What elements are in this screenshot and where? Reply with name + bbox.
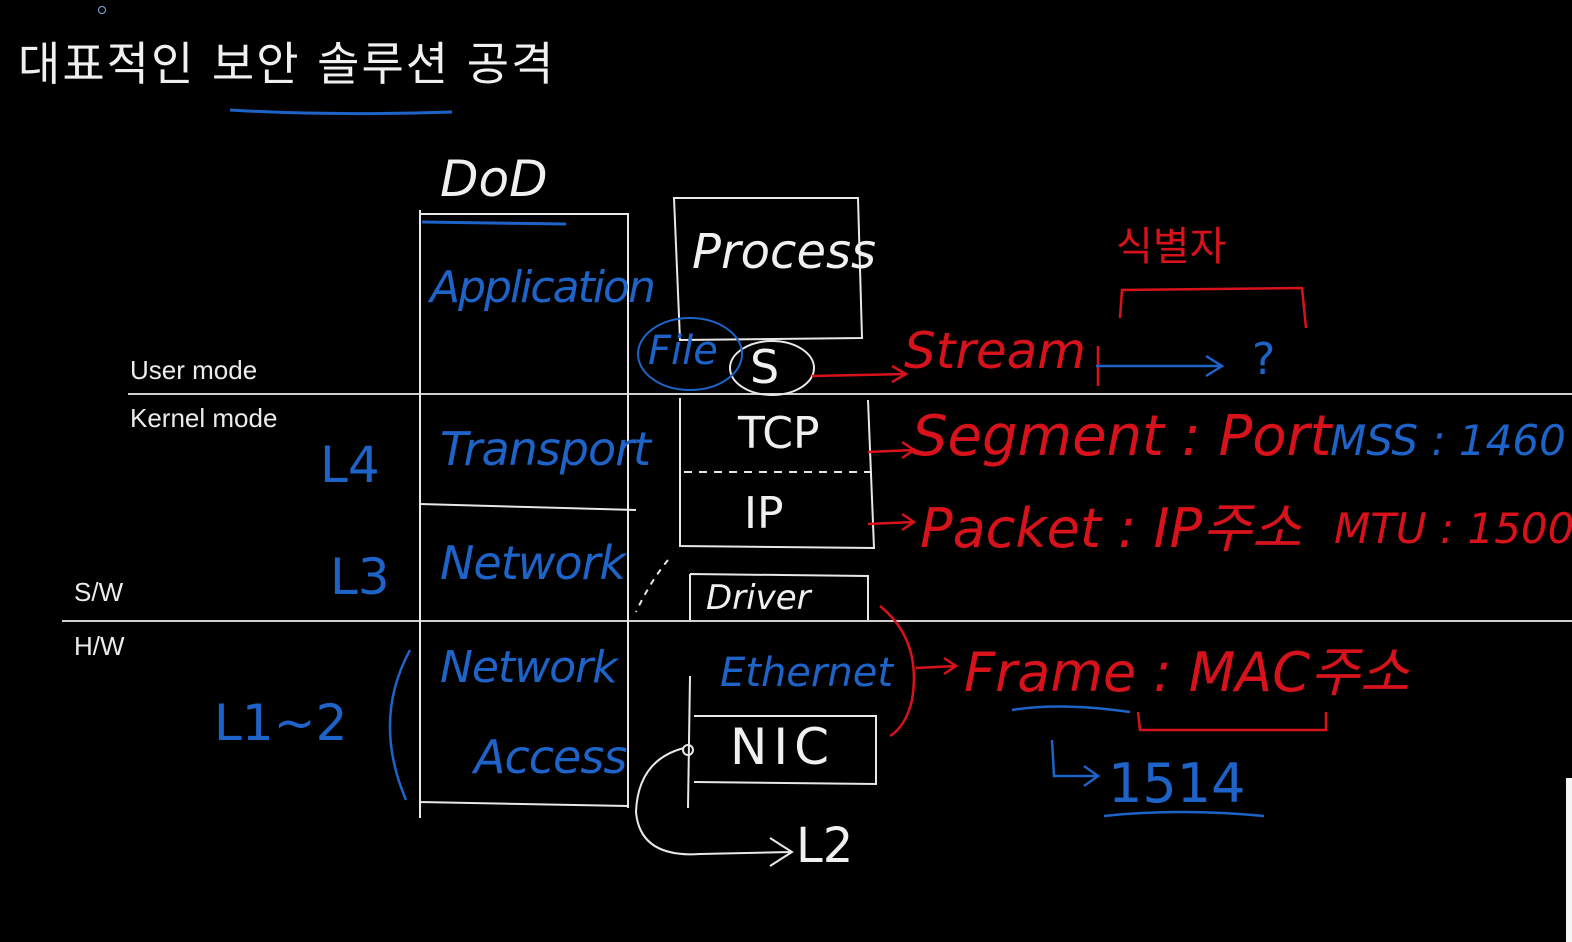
stream-arrow — [811, 364, 909, 384]
layer-tag-l12: L1~2 — [214, 694, 348, 752]
stream-question-arrow — [1096, 354, 1225, 378]
dod-layer-network-access-2: Access — [474, 730, 627, 784]
frame-size-underline — [1103, 810, 1265, 818]
l12-brace — [388, 649, 412, 801]
dod-column-box — [419, 210, 629, 818]
file-circle — [637, 317, 743, 391]
frame-bracket — [879, 605, 916, 738]
dod-layer-network: Network — [440, 536, 626, 590]
driver-dashed-link — [635, 559, 669, 613]
annotation-question: ? — [1252, 334, 1276, 385]
nic-left-rail — [687, 675, 691, 809]
nic-box — [693, 715, 877, 786]
annotation-frame: Frame : MAC주소 — [964, 641, 1410, 704]
pen-cursor-icon — [98, 6, 106, 14]
dod-header: DoD — [440, 150, 548, 208]
driver-box — [689, 573, 869, 620]
dod-layer-network-access-1: Network — [440, 642, 618, 693]
title-underline — [229, 108, 453, 116]
process-box — [672, 197, 864, 342]
packet-arrow — [867, 512, 917, 532]
mac-bracket — [1136, 711, 1328, 732]
stack-ip: IP — [744, 488, 784, 539]
hw-label: H/W — [74, 631, 125, 661]
dod-layer-application: Application — [430, 262, 656, 313]
dod-row-divider-1 — [419, 503, 637, 511]
stack-file: File — [648, 328, 718, 374]
nic-loop-arrow — [634, 747, 794, 867]
stack-driver: Driver — [706, 578, 811, 618]
annotation-top-right: 식별자 — [1116, 224, 1227, 270]
layer-tag-l3: L3 — [330, 548, 390, 606]
kernel-mode-label: Kernel mode — [130, 403, 278, 433]
stack-tcp: TCP — [738, 408, 820, 459]
frame-arrow — [915, 656, 959, 676]
stack-process: Process — [692, 224, 876, 280]
page-title: 대표적인 보안 솔루션 공격 — [18, 37, 556, 91]
socket-circle — [729, 340, 815, 396]
dod-header-underline — [421, 220, 567, 226]
annotation-mtu: MTU : 1500 — [1334, 504, 1572, 553]
nic-port-dot — [682, 744, 694, 756]
layer-tag-l4: L4 — [320, 436, 380, 494]
frame-size-arrow — [1050, 739, 1101, 788]
dod-layer-transport: Transport — [440, 422, 651, 476]
annotation-stream: Stream — [904, 322, 1087, 380]
right-edge-panel — [1566, 778, 1572, 942]
annotation-packet: Packet : IP주소 — [920, 497, 1302, 560]
sw-label: S/W — [74, 577, 124, 607]
top-right-bracket — [1118, 286, 1308, 329]
annotation-mss: MSS : 1460 — [1330, 416, 1566, 465]
tcpip-box — [679, 398, 876, 550]
stack-socket: S — [750, 340, 780, 394]
stack-ethernet: Ethernet — [720, 650, 894, 696]
stack-l2: L2 — [796, 818, 854, 874]
stack-nic: NIC — [730, 718, 836, 776]
frame-underline — [1011, 705, 1131, 714]
annotation-segment: Segment : Port — [912, 404, 1332, 469]
user-mode-label: User mode — [130, 355, 258, 385]
segment-arrow — [867, 440, 917, 460]
annotation-frame-size: 1514 — [1108, 752, 1246, 815]
